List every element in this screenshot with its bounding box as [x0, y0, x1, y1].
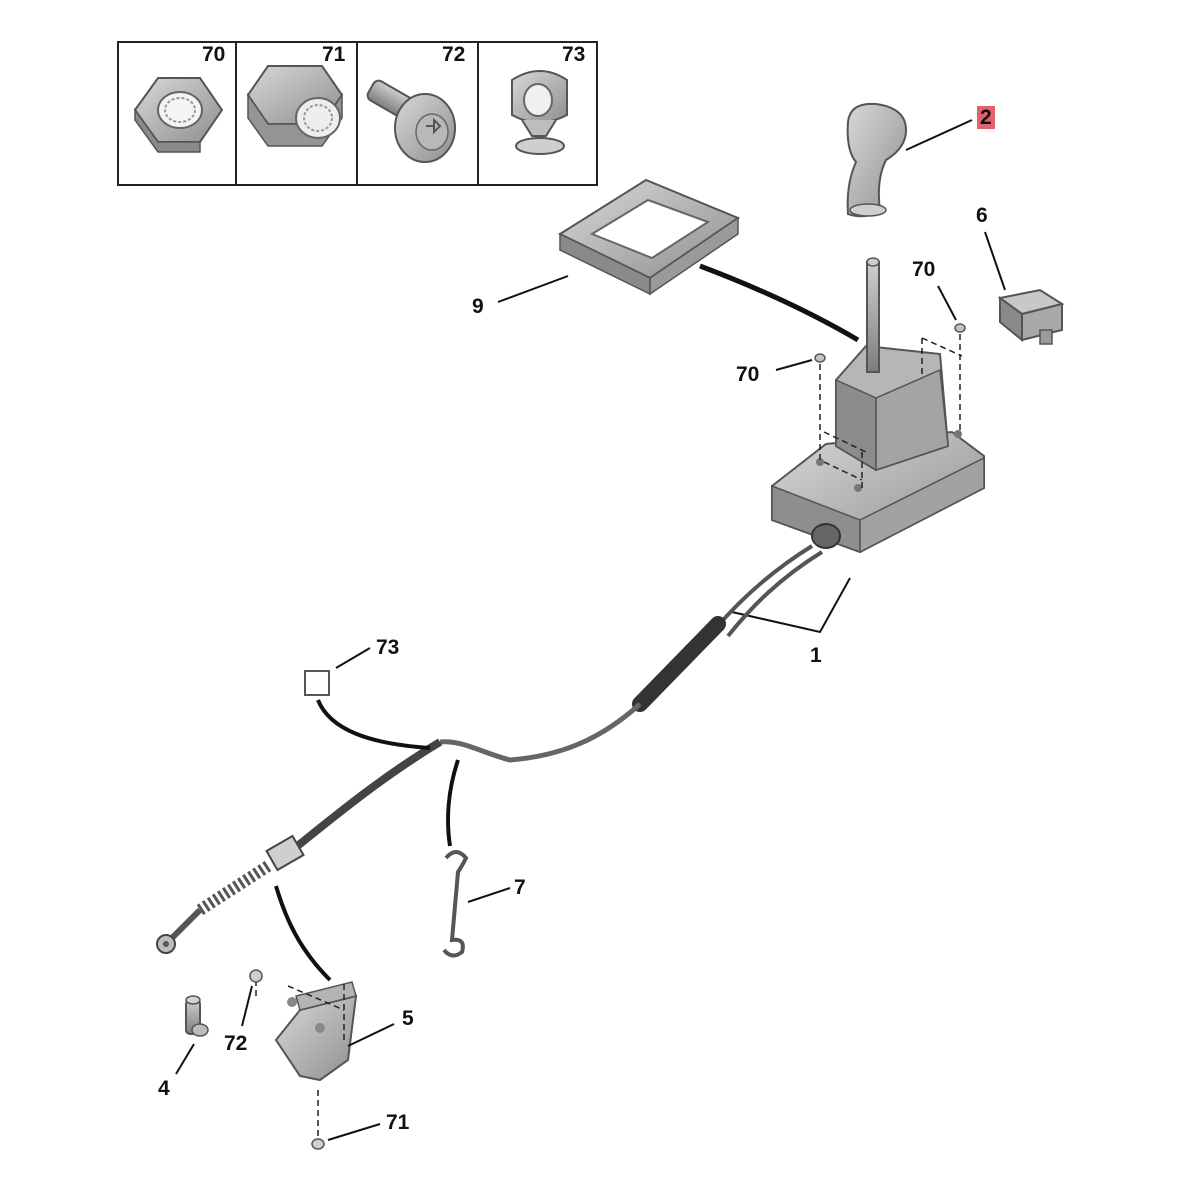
cable-clip-icon [304, 670, 330, 696]
spring-clip-icon [442, 850, 469, 958]
callout-line-1 [731, 577, 851, 634]
legend-number-73: 73 [562, 43, 586, 66]
callout-line-7 [467, 887, 511, 903]
pin-icon [185, 995, 209, 1037]
callout-label-71: 71 [386, 1111, 410, 1134]
stud-alignment-lines [819, 334, 963, 490]
hex-nut-icon [133, 77, 224, 153]
callout-line-73-leader [316, 699, 431, 750]
callout-line-2 [905, 119, 973, 151]
callout-label-1: 1 [810, 644, 822, 667]
callout-line-5 [347, 1023, 395, 1047]
callout-line-73 [335, 647, 371, 669]
callout-line-70-left [775, 359, 813, 371]
callout-label-6: 6 [976, 204, 988, 227]
callout-label-7: 7 [514, 876, 526, 899]
callout-label-73: 73 [376, 636, 400, 659]
flange-nut-icon [246, 65, 344, 147]
callout-label-72: 72 [224, 1032, 248, 1055]
switch-icon [997, 288, 1065, 345]
callout-line-4 [175, 1043, 195, 1075]
gear-knob-icon [846, 102, 908, 218]
gaiter-leader [699, 263, 860, 343]
callout-line-72 [241, 985, 253, 1027]
legend-number-72: 72 [442, 43, 466, 66]
bracket-icon [274, 981, 358, 1082]
callout-line-71 [327, 1123, 381, 1141]
callout-line-70-top [937, 285, 957, 321]
callout-label-4: 4 [158, 1077, 170, 1100]
callout-line-6 [984, 231, 1006, 291]
shift-cable-icon [156, 544, 824, 954]
callout-label-70-left: 70 [736, 363, 760, 386]
legend-number-71: 71 [322, 43, 346, 66]
bracket-alignment-lines [255, 980, 345, 1040]
washer-icon [954, 323, 966, 333]
flange-nut-icon [311, 1138, 325, 1150]
shifter-housing-icon [771, 257, 985, 554]
callout-label-5: 5 [402, 1007, 414, 1030]
callout-line-5-leader [274, 885, 332, 982]
callout-label-9: 9 [472, 295, 484, 318]
callout-label-70-top: 70 [912, 258, 936, 281]
cable-clip-icon [511, 70, 568, 155]
washer-icon [814, 353, 826, 363]
flange-bolt-icon [366, 79, 456, 163]
callout-line-9 [497, 275, 569, 303]
gaiter-frame-icon [557, 178, 741, 296]
callout-label-2: 2 [977, 106, 995, 129]
callout-line-7-leader [446, 759, 460, 847]
legend-number-70: 70 [202, 43, 226, 66]
flange-bolt-icon [249, 969, 263, 983]
